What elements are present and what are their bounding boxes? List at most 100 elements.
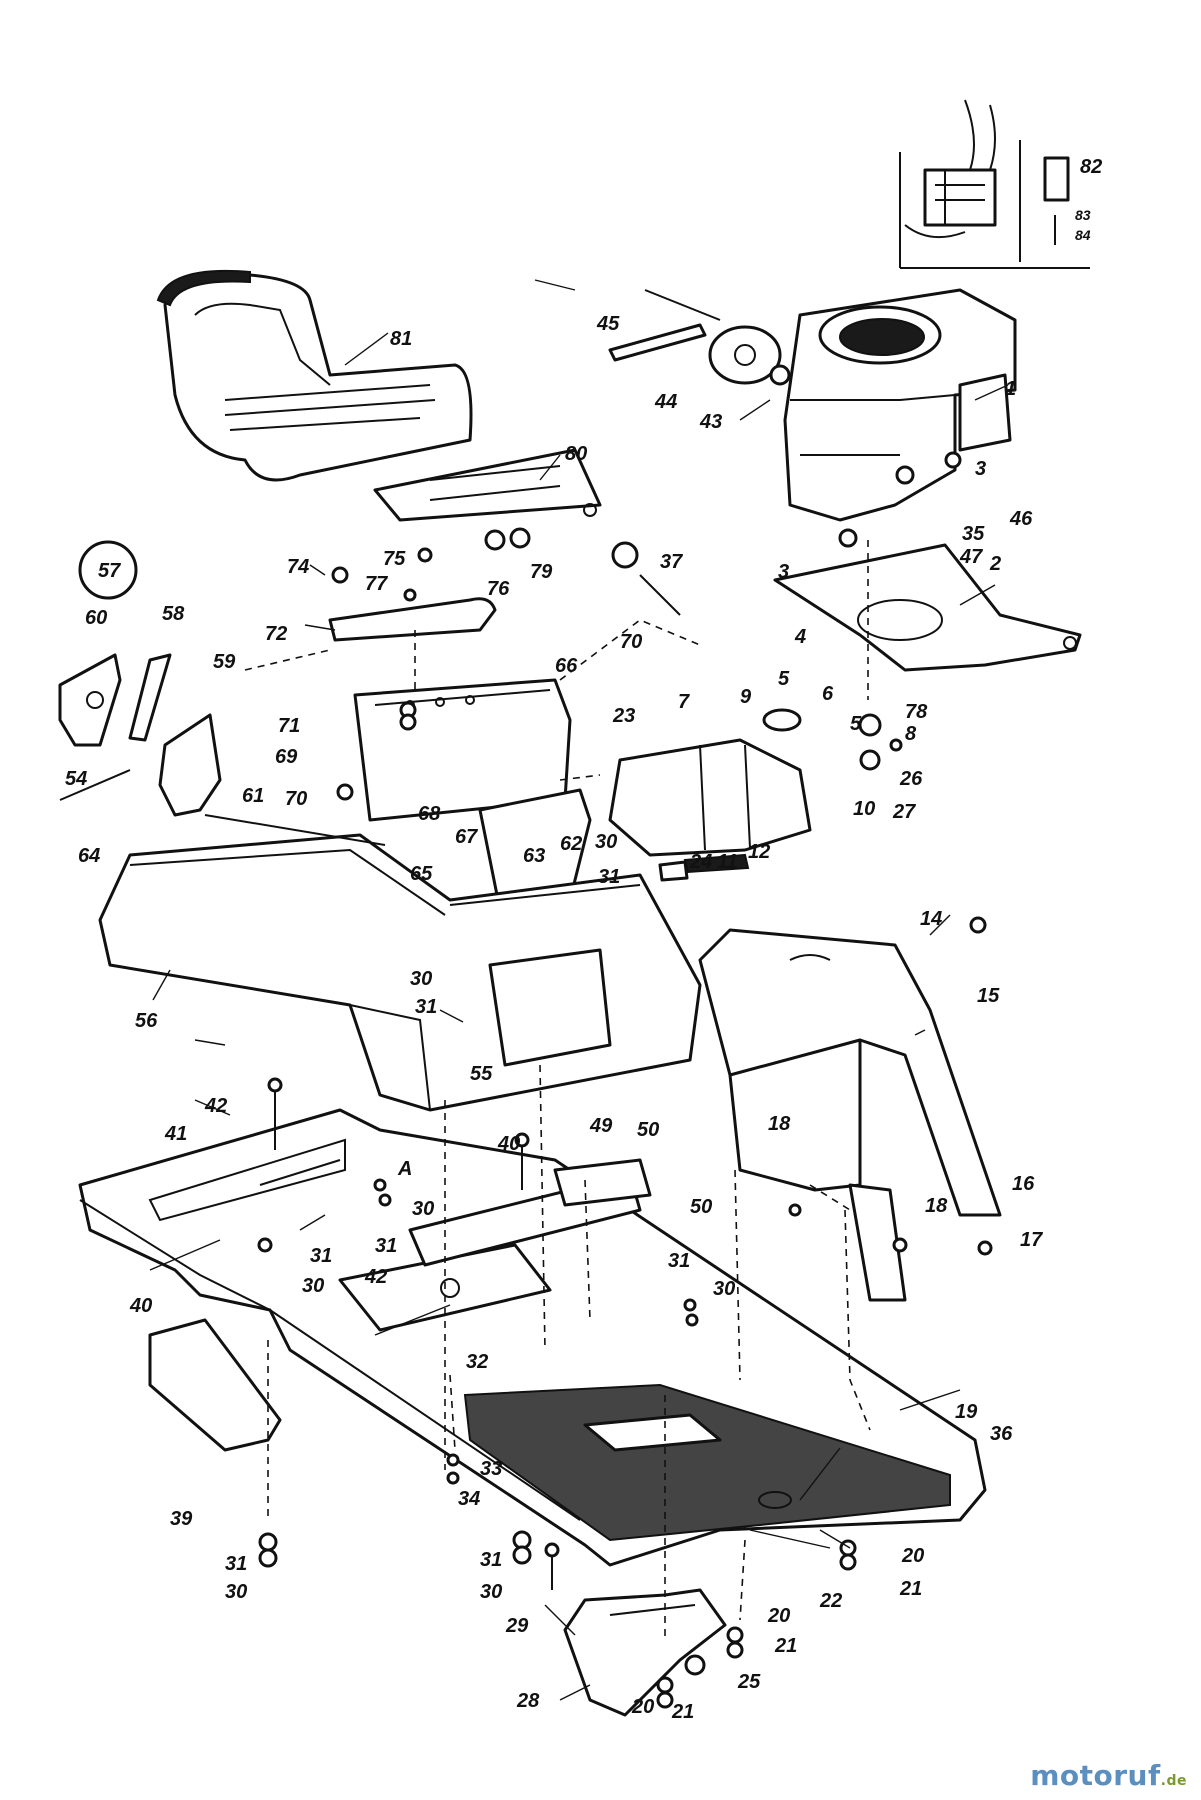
label-35: 35 [962,523,985,545]
label-44: 44 [654,391,677,413]
label-30c: 30 [412,1198,434,1220]
label-56: 56 [135,1010,158,1032]
label-18b: 18 [925,1195,948,1217]
chute-guard-28 [563,1588,727,1717]
label-69: 69 [275,746,298,768]
label-17: 17 [1020,1229,1043,1251]
label-65: 65 [410,863,433,885]
label-20c: 20 [631,1696,654,1718]
label-15: 15 [977,985,1000,1007]
label-26: 26 [899,768,923,790]
label-57: 57 [98,560,121,582]
bracket-49 [408,1158,652,1267]
assembly-lines [244,540,871,1640]
label-19: 19 [955,1401,978,1423]
label-30d: 30 [302,1275,324,1297]
engine-plate [773,543,1082,672]
label-60: 60 [85,607,107,629]
label-67: 67 [455,826,478,848]
bracket-72 [328,597,497,642]
label-12: 12 [748,841,770,863]
label-41: 41 [164,1123,187,1145]
callout-labels: 1 2 3 3 4 5 5 6 7 8 9 10 11 12 14 15 16 … [65,156,1102,1723]
label-23: 23 [612,705,635,727]
label-72: 72 [265,623,287,645]
label-21b: 21 [774,1635,797,1657]
label-40: 40 [497,1133,520,1155]
label-36: 36 [990,1423,1013,1445]
label-62: 62 [560,833,582,855]
label-78: 78 [905,701,928,723]
label-25: 25 [737,1671,761,1693]
label-42: 42 [204,1095,227,1117]
label-27: 27 [892,801,916,823]
label-32: 32 [466,1351,488,1373]
label-22: 22 [819,1590,842,1612]
label-49: 49 [589,1115,613,1137]
label-74: 74 [287,556,309,578]
watermark-brand: motoruf [1030,1759,1161,1792]
label-24: 24 [689,851,712,873]
label-6: 6 [822,683,834,705]
label-63: 63 [523,845,545,867]
side-skirt [148,1318,282,1452]
label-3: 3 [975,458,986,480]
label-9: 9 [740,686,752,708]
leader-lines [149,279,1009,1701]
label-81: 81 [390,328,412,350]
label-84: 84 [1075,227,1091,243]
watermark-tld: .de [1160,1773,1187,1789]
seat [156,269,473,482]
label-20: 20 [901,1545,924,1567]
label-45: 45 [596,313,620,335]
label-30b: 30 [410,968,432,990]
label-70: 70 [620,631,642,653]
label-29: 29 [505,1615,529,1637]
label-77: 77 [365,573,388,595]
label-76: 76 [487,578,510,600]
rear-fender [698,928,1002,1302]
label-5: 5 [778,668,790,690]
label-31f: 31 [225,1553,247,1575]
label-79: 79 [530,561,553,583]
label-28: 28 [516,1690,540,1712]
label-18: 18 [768,1113,791,1135]
label-30f: 30 [225,1581,247,1603]
label-31d: 31 [310,1245,332,1267]
spring [658,853,750,882]
label-50b: 50 [690,1196,712,1218]
label-2: 2 [989,553,1001,575]
label-10: 10 [853,798,875,820]
label-31e: 31 [668,1250,690,1272]
label-39: 39 [170,1508,193,1530]
label-68: 68 [418,803,441,825]
hood [98,833,702,1112]
label-34: 34 [458,1488,480,1510]
label-82: 82 [1080,156,1102,178]
frame [78,1108,987,1567]
control-group-57 [58,540,222,817]
label-A: A [397,1158,412,1180]
label-11: 11 [717,851,738,873]
label-4: 4 [794,626,806,648]
label-66: 66 [555,655,578,677]
label-42b: 42 [364,1266,387,1288]
watermark-logo: motoruf.de [1030,1759,1187,1792]
label-31: 31 [598,866,620,888]
label-31c: 31 [375,1235,397,1257]
label-30e: 30 [713,1278,735,1300]
label-64: 64 [78,845,100,867]
fuel-tank [608,708,812,857]
hardware [257,451,993,1709]
label-31b: 31 [415,996,437,1018]
label-80: 80 [565,443,587,465]
label-40b: 40 [129,1295,152,1317]
label-43: 43 [699,411,722,433]
label-21: 21 [899,1578,922,1600]
label-14: 14 [920,908,942,930]
label-20b: 20 [767,1605,790,1627]
label-3b: 3 [778,561,789,583]
label-50: 50 [637,1119,659,1141]
label-47: 47 [959,546,983,568]
